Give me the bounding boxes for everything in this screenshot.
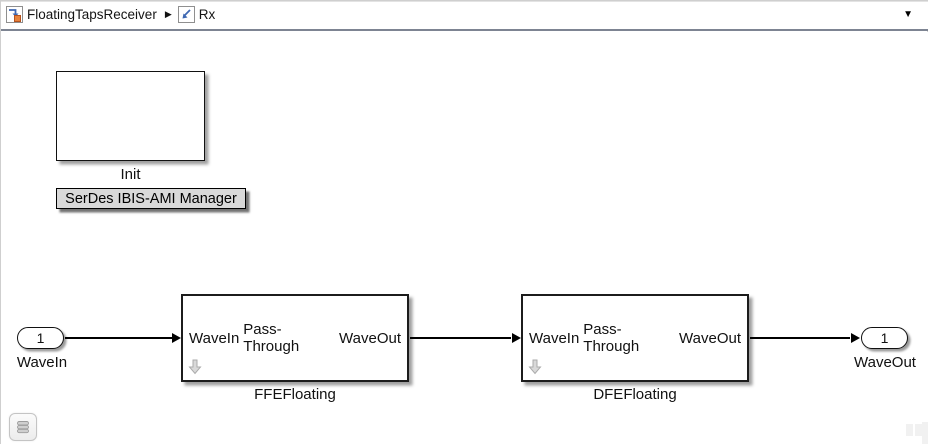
output-port[interactable]: 1 <box>861 327 908 349</box>
dfe-outport-label: WaveOut <box>679 329 741 347</box>
input-port-label: WaveIn <box>16 354 68 371</box>
watermark-fragment <box>922 422 928 444</box>
ffe-inport-label: WaveIn <box>189 329 240 347</box>
init-block-label: Init <box>120 166 141 183</box>
ffe-center-text: Pass-Through <box>243 321 300 355</box>
dfe-center-text: Pass-Through <box>583 321 640 355</box>
arrowhead-icon <box>850 332 860 343</box>
breadcrumb: FloatingTapsReceiver ▶ Rx ▼ <box>1 1 928 31</box>
arrowhead-icon <box>511 332 521 343</box>
ffe-block-label: FFEFloating <box>254 386 336 403</box>
signal-line-waveout[interactable] <box>750 337 850 339</box>
output-port-number: 1 <box>880 330 889 346</box>
dfe-block-text: WaveIn Pass-Through WaveOut <box>523 296 747 380</box>
input-port[interactable]: 1 <box>17 327 64 349</box>
breadcrumb-subsystem-name: Rx <box>198 7 216 22</box>
down-arrow-badge-icon[interactable] <box>528 359 542 375</box>
input-port-number: 1 <box>36 330 45 346</box>
database-stack-icon <box>17 421 29 434</box>
simulink-model-icon <box>6 6 23 23</box>
serdes-ibis-ami-manager-button[interactable]: SerDes IBIS-AMI Manager <box>56 188 246 209</box>
signal-line-wavein[interactable] <box>65 337 172 339</box>
signal-line-ffe-to-dfe[interactable] <box>410 337 511 339</box>
ffe-block-text: WaveIn Pass-Through WaveOut <box>183 296 407 380</box>
watermark-fragment <box>906 424 913 436</box>
arrowhead-icon <box>171 332 181 343</box>
watermark-fragment <box>915 424 922 436</box>
breadcrumb-separator-icon: ▶ <box>164 9 172 19</box>
ffe-floating-block[interactable]: WaveIn Pass-Through WaveOut <box>181 294 409 382</box>
breadcrumb-item-model[interactable]: FloatingTapsReceiver <box>6 6 157 23</box>
model-data-badge-button[interactable] <box>9 413 37 441</box>
dfe-floating-block[interactable]: WaveIn Pass-Through WaveOut <box>521 294 749 382</box>
down-arrow-badge-icon[interactable] <box>188 359 202 375</box>
ffe-outport-label: WaveOut <box>339 329 401 347</box>
dfe-block-label: DFEFloating <box>593 386 677 403</box>
subsystem-icon <box>177 6 195 23</box>
breadcrumb-item-subsystem[interactable]: Rx <box>177 6 216 23</box>
init-block[interactable] <box>56 71 205 161</box>
output-port-label: WaveOut <box>854 354 916 371</box>
diagram-canvas[interactable]: Init SerDes IBIS-AMI Manager 1 WaveIn 1 … <box>1 32 928 444</box>
dfe-inport-label: WaveIn <box>529 329 580 347</box>
breadcrumb-model-name: FloatingTapsReceiver <box>27 7 157 22</box>
breadcrumb-dropdown-icon[interactable]: ▼ <box>903 8 913 20</box>
